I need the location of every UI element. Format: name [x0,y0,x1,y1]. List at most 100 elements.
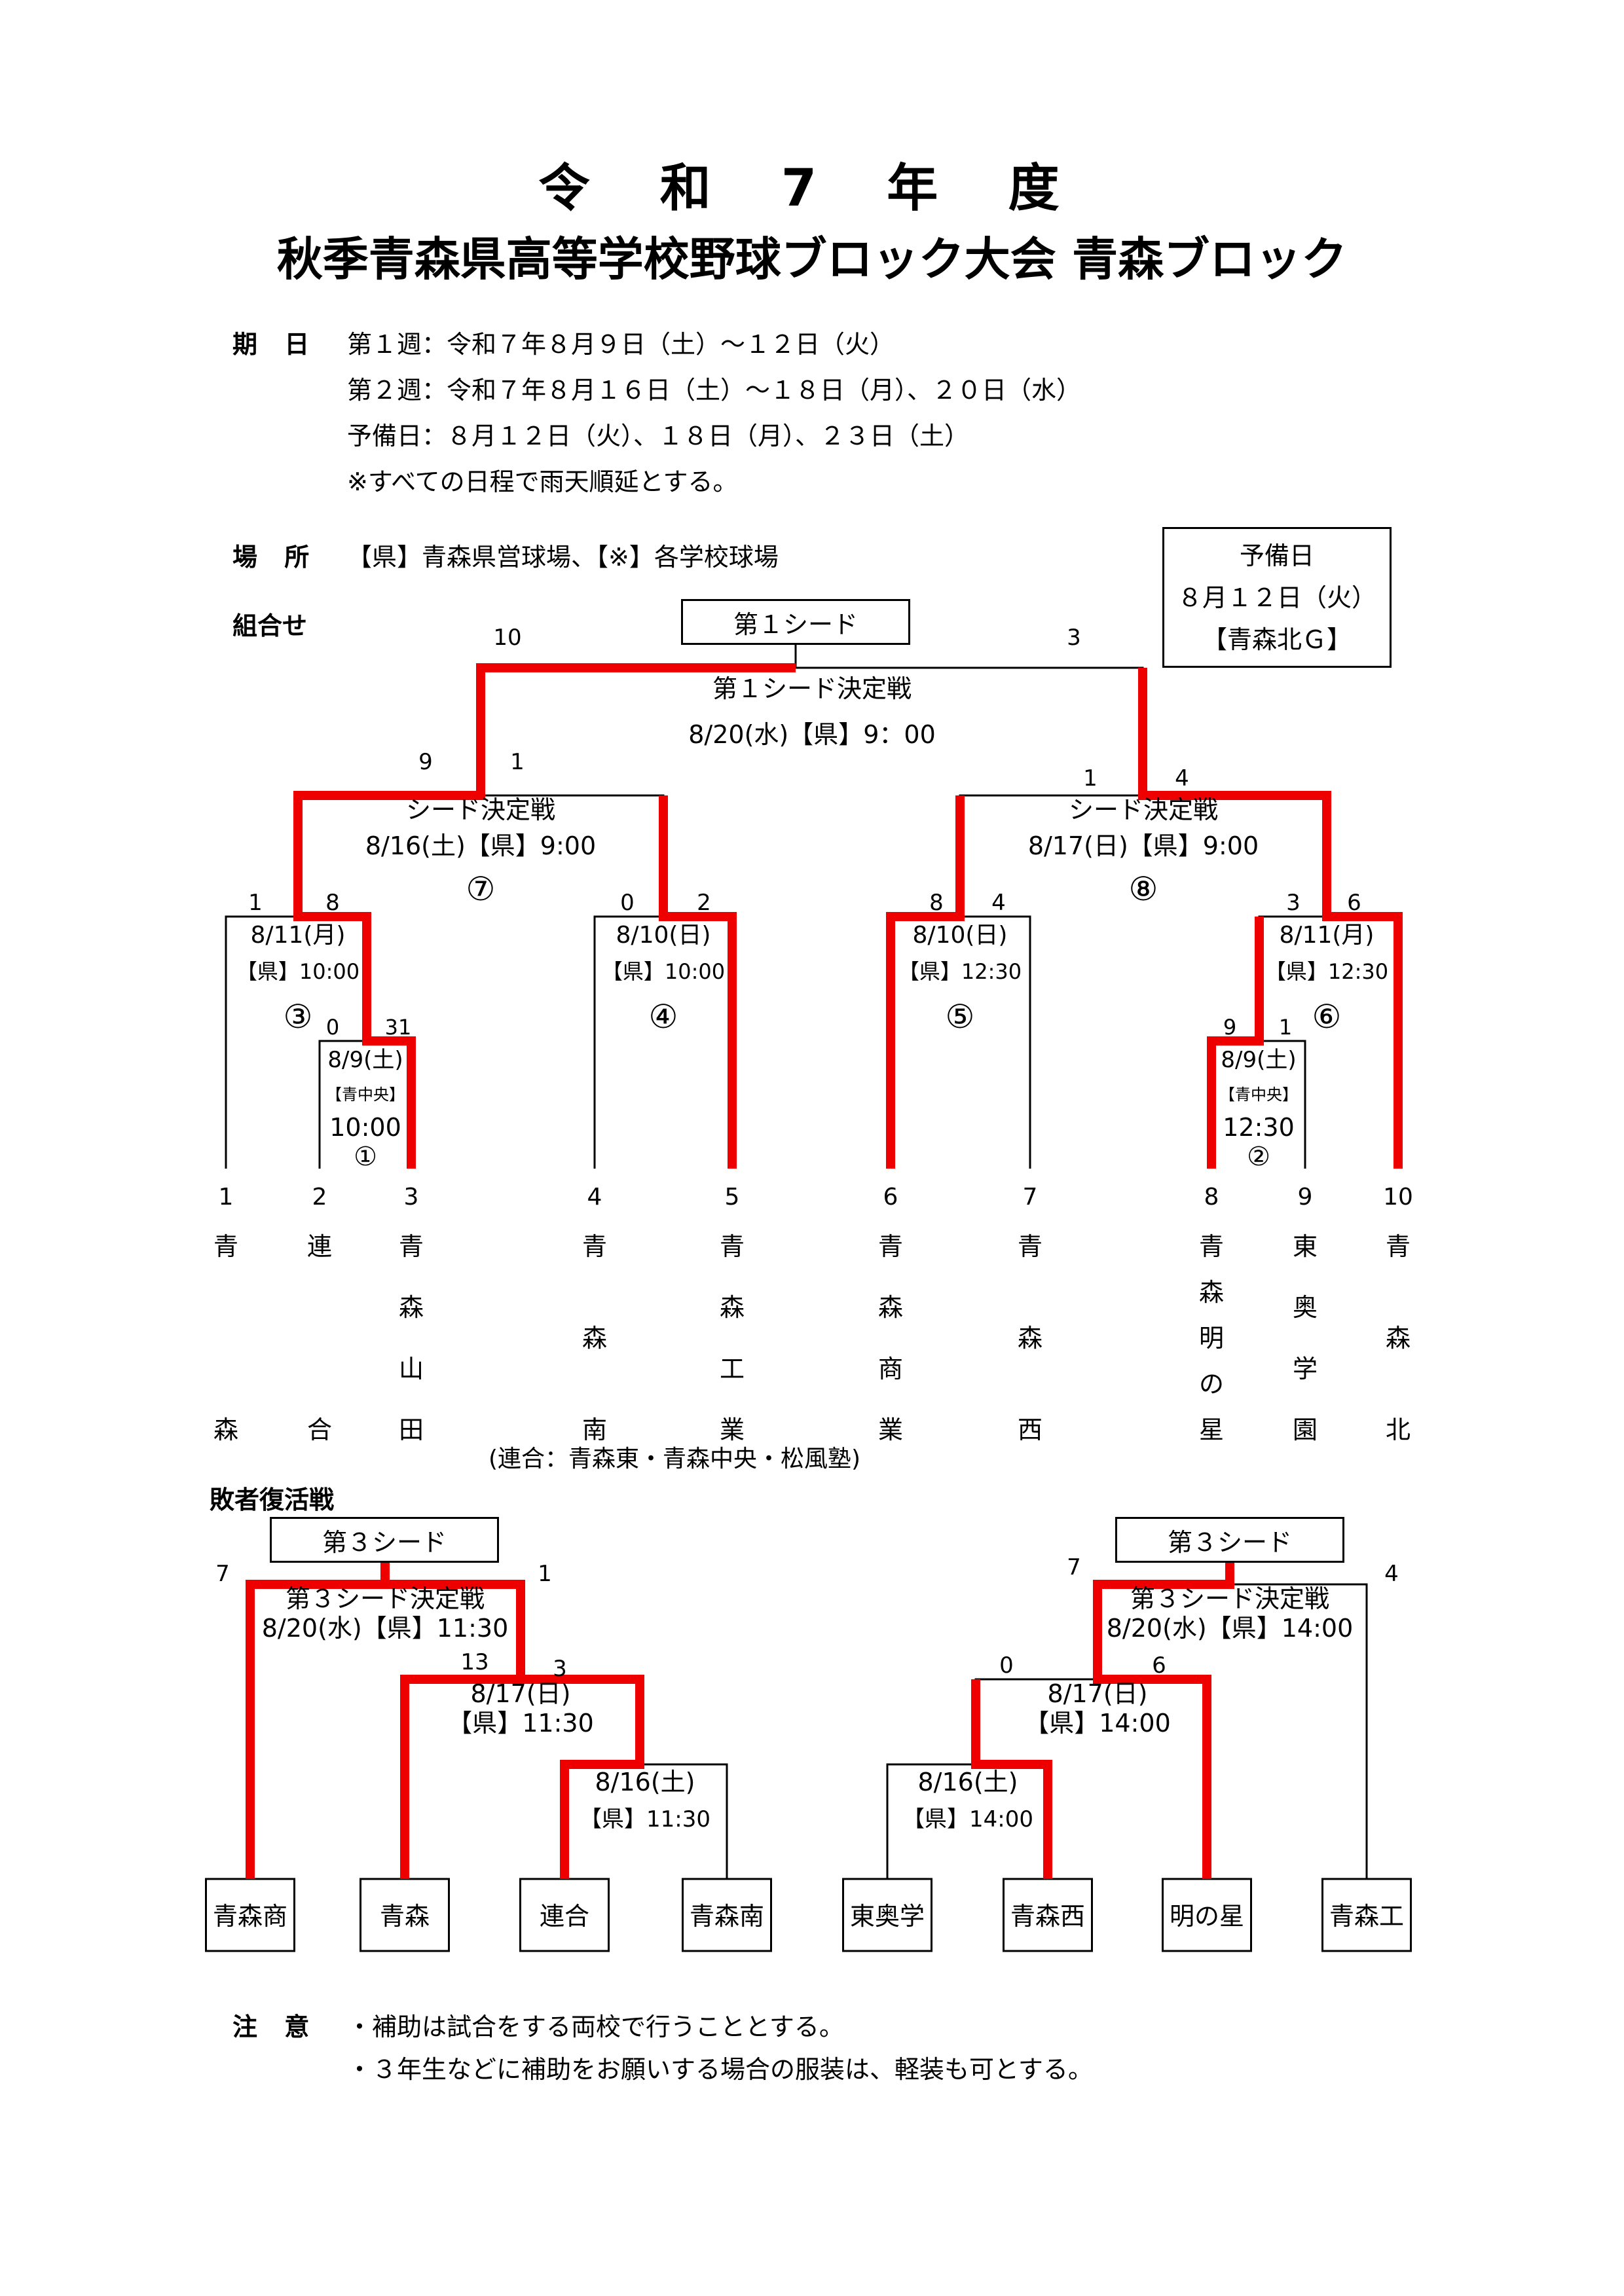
rep-left-final-right-score: 1 [538,1561,552,1587]
reserve-day-venue: 【青森北Ｇ】 [1202,625,1352,654]
notes-line-1: ・補助は試合をする両校で行うこととする。 [347,2013,844,2041]
winner-path-aomori-yamada [293,663,796,1169]
team-8-name-char: の [1199,1370,1224,1398]
team-7-number: 7 [1023,1184,1038,1211]
team-8-name-char: 明 [1199,1324,1224,1353]
quarter6-number: ⑥ [1312,998,1342,1036]
rep-right-semi-date: 8/17(日) [1048,1679,1148,1708]
first1-right-score: 31 [385,1015,412,1040]
team-6-name-char: 森 [878,1293,903,1322]
rep-right-winner-akenohoshi [1093,1563,1234,1879]
team-5-number: 5 [725,1184,740,1211]
team-10-number: 10 [1383,1184,1413,1211]
team-9-name-char: 園 [1293,1415,1318,1444]
schedule-line-1: 第１週：令和７年８月９日（土）～１２日（火） [347,330,895,359]
team-9-number: 9 [1298,1184,1313,1211]
repechage-right-team-1: 東奥学 [850,1902,925,1931]
semi2-right-score: 4 [1175,765,1189,792]
quarter6-left-score: 3 [1286,890,1301,916]
semi2-name: シード決定戦 [1069,795,1218,824]
team-1-name-char: 森 [213,1415,238,1444]
first2-right-score: 1 [1279,1015,1292,1040]
quarter4-right-score: 2 [697,890,711,916]
q4-bracket [593,915,733,1169]
rep-left-semi-venue: 【県】11:30 [447,1709,594,1738]
semi2-number: ⑧ [1129,870,1158,908]
repechage-label: 敗者復活戦 [210,1485,335,1514]
rep-right-first-date: 8/16(土) [918,1768,1018,1796]
final-left-score: 10 [493,625,521,651]
quarter5-left-score: 8 [929,890,944,916]
repechage-right-team-4: 青森工 [1329,1902,1404,1931]
quarter3-right-score: 8 [325,890,340,916]
quarter6-right-score: 6 [1347,890,1361,916]
reserve-day-date: ８月１２日（火） [1177,583,1376,612]
team-9-name-char: 東 [1293,1232,1318,1261]
rep-left-final-left-score: 7 [215,1561,230,1587]
quarter3-date: 8/11(月) [251,922,346,949]
team-8-number: 8 [1204,1184,1219,1211]
team-10-name-char: 森 [1386,1324,1411,1353]
final-when: 8/20(水)【県】9：00 [688,720,936,749]
rep-right-final-left-score: 7 [1067,1554,1081,1580]
team-10-name-char: 青 [1386,1232,1411,1261]
rep-right-final-right-score: 4 [1384,1561,1399,1587]
winner-path-lines [246,663,1403,1879]
first1-left-score: 0 [326,1015,339,1040]
first1-time: 10:00 [329,1113,401,1142]
team-4-number: 4 [587,1184,602,1211]
team-7-name-char: 森 [1018,1324,1043,1353]
winner-path-aomori-kita [1138,668,1403,1169]
schedule-line-3: 予備日：８月１２日（火）、１８日（月）、２３日（土） [347,422,970,450]
team-6-name-char: 業 [878,1415,903,1444]
final-name: 第１シード決定戦 [712,674,912,703]
quarter3-venue: 【県】10:00 [236,959,360,984]
team-7-name-char: 西 [1018,1415,1043,1444]
team-3-name-char: 山 [399,1355,424,1383]
team-7-name-char: 青 [1018,1232,1043,1261]
rep-left-final-when: 8/20(水)【県】11:30 [262,1614,509,1643]
repechage-left-team-3: 連合 [540,1902,589,1931]
rep-left-semi-date: 8/17(日) [471,1679,571,1708]
venue-text: 【県】青森県営球場、【※】各学校球場 [347,543,779,572]
first2-left-score: 9 [1223,1015,1236,1040]
team-8-name-char: 森 [1199,1278,1224,1307]
team-8-name-char: 青 [1199,1232,1224,1261]
reserve-day-title: 予備日 [1239,541,1314,570]
winner-path-aomori-shogyo [886,795,965,1169]
rep-right-semi-venue: 【県】14:00 [1024,1709,1171,1738]
quarter5-venue: 【県】12:30 [898,959,1022,984]
repechage-right-seed-box: 第３シード [1115,1517,1344,1563]
title-year: 令 和 7 年 度 [538,159,1086,218]
rep-left-semi-left-score: 13 [460,1649,489,1675]
team-1-number: 1 [219,1184,234,1211]
rengo-note: (連合：青森東・青森中央・松風塾) [489,1446,860,1472]
repechage-left-team-4: 青森南 [690,1902,764,1931]
team-5-name-char: 業 [720,1415,745,1444]
first1-date: 8/9(土) [327,1047,403,1073]
quarter5-date: 8/10(日) [913,922,1008,949]
rep-left-first-date: 8/16(土) [595,1768,695,1796]
first1-venue: 【青中央】 [326,1085,405,1104]
team-2-name-char: 連 [307,1232,332,1261]
quarter6-date: 8/11(月) [1280,922,1375,949]
first2-venue: 【青中央】 [1219,1085,1298,1104]
rep-left-winner-aomori [250,1580,525,1879]
semi2-when: 8/17(日)【県】9:00 [1028,831,1259,860]
team-5-name-char: 森 [720,1293,745,1322]
team-6-name-char: 青 [878,1232,903,1261]
team-9-name-char: 奥 [1293,1293,1318,1322]
venue-label: 場 所 [232,543,319,572]
first2-number: ② [1247,1142,1270,1172]
semi1-when: 8/16(土)【県】9:00 [365,831,596,860]
team-9-name-char: 学 [1293,1355,1318,1383]
first2-time: 12:30 [1223,1113,1295,1142]
rep-left-first-venue: 【県】11:30 [580,1806,710,1832]
team-3-name-char: 森 [399,1293,424,1322]
rep-right-final-name: 第３シード決定戦 [1130,1584,1329,1613]
seed1-box: 第１シード [681,599,910,645]
quarter5-right-score: 4 [991,890,1006,916]
